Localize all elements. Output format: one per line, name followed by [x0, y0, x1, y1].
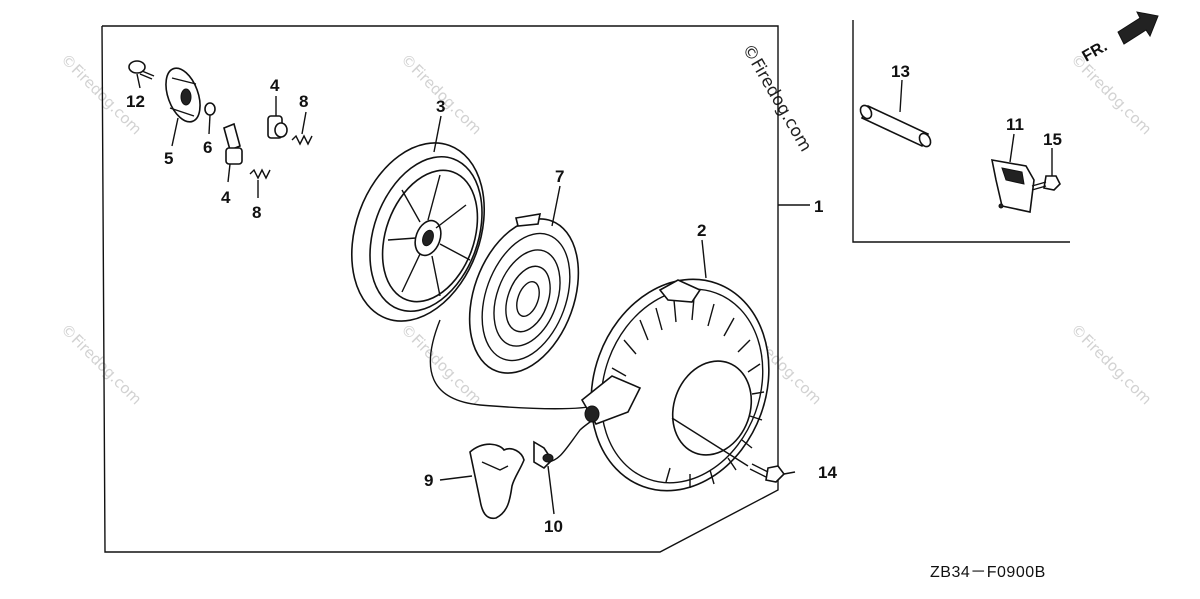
- part-4-pawl-upper: [267, 115, 288, 139]
- watermark: ©Firedog.com: [1067, 50, 1155, 138]
- callout-6: 6: [203, 138, 212, 157]
- part-13-tube: [859, 104, 932, 148]
- callouts: 1 2 3 4 4 5 6 7 8 8 9 10 11 12 13 14 15: [126, 62, 1062, 536]
- callout-4-lower: 4: [221, 188, 231, 207]
- front-direction-arrow: FR.: [1080, 11, 1159, 65]
- part-8-spring-lower: [249, 168, 271, 180]
- callout-8-lower: 8: [252, 203, 261, 222]
- part-4-pawl-lower: [223, 122, 243, 165]
- callout-14: 14: [818, 463, 837, 482]
- part-11-bracket: [990, 159, 1035, 213]
- callout-8-upper: 8: [299, 92, 308, 111]
- watermark-dark: ©Firedog.com: [738, 41, 816, 156]
- part-10-clip: [533, 440, 554, 470]
- callout-12: 12: [126, 92, 145, 111]
- part-8-spring-upper: [291, 134, 313, 146]
- callout-1: 1: [814, 197, 823, 216]
- part-3-reel: [350, 142, 486, 322]
- leader-lines: [136, 73, 1053, 515]
- callout-13: 13: [891, 62, 910, 81]
- part-2-starter-case: [580, 278, 770, 492]
- callout-7: 7: [555, 167, 564, 186]
- watermark: ©Firedog.com: [1067, 320, 1155, 408]
- part-5-ratchet: [165, 67, 201, 123]
- part-7-spring: [468, 213, 580, 374]
- side-frame: [852, 20, 1070, 243]
- callout-11: 11: [1006, 115, 1024, 134]
- callout-5: 5: [164, 149, 173, 168]
- watermark: ©Firedog.com: [397, 50, 485, 138]
- callout-2: 2: [697, 221, 706, 240]
- part-12-bolt: [128, 60, 155, 80]
- drawing-code: ZB34－F0900B: [930, 564, 1046, 581]
- callout-9: 9: [424, 471, 433, 490]
- callout-10: 10: [544, 517, 563, 536]
- part-6-ring: [204, 102, 216, 116]
- part-15-bolt: [1031, 175, 1061, 191]
- callout-4-upper: 4: [270, 76, 280, 95]
- watermark: ©Firedog.com: [57, 320, 145, 408]
- part-14-bolt: [749, 463, 786, 483]
- callout-3: 3: [436, 97, 445, 116]
- callout-15: 15: [1043, 130, 1062, 149]
- assembly-frame: [101, 25, 810, 553]
- part-9-grip: [469, 443, 525, 520]
